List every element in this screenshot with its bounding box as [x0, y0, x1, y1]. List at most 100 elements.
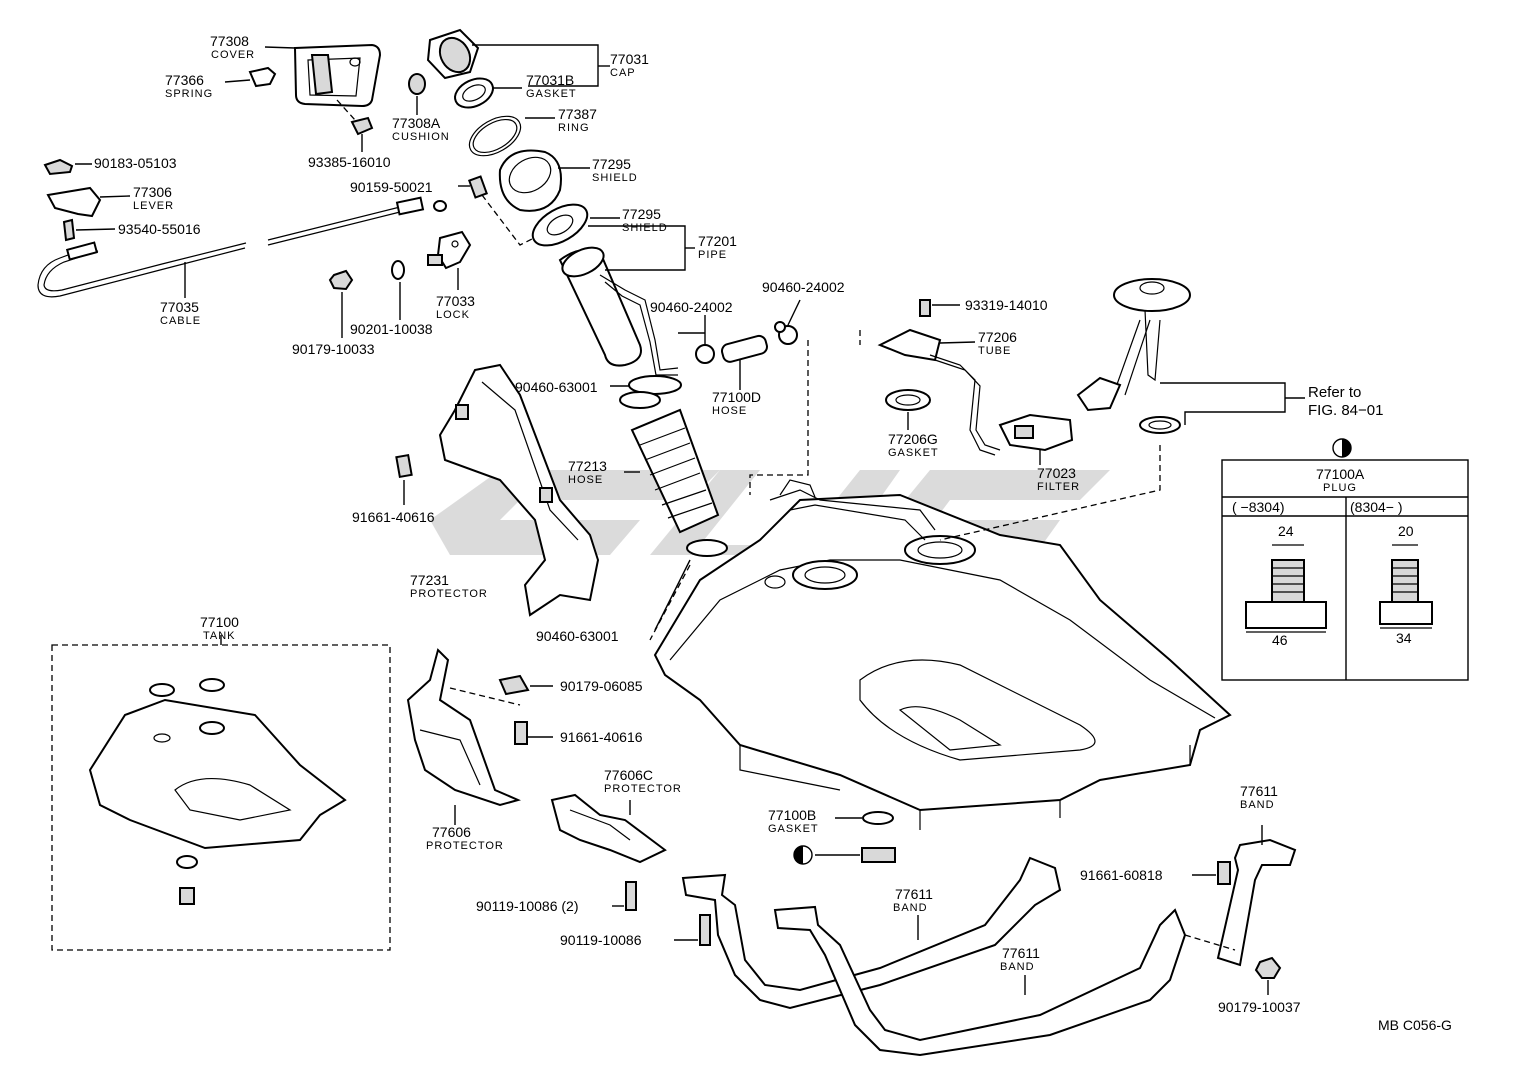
label-protector2-name: PROTECTOR — [426, 840, 504, 852]
plug-no: 77100A — [1316, 466, 1365, 482]
label-clamp-c-no: 90460-63001 — [515, 379, 598, 395]
breather-hose-part — [695, 299, 801, 390]
label-shield2-no: 77295 — [622, 206, 661, 222]
lever-part — [46, 186, 131, 218]
protector-lower-part — [406, 648, 521, 825]
label-hose-d-name: HOSE — [712, 405, 747, 417]
label-bolt-prot-no: 91661-40616 — [352, 509, 435, 525]
label-bolt-2-no: 90119-10086 (2) — [476, 898, 578, 914]
gauge-sender-part — [1076, 278, 1305, 434]
label-shield1-no: 77295 — [592, 156, 631, 172]
nut-lock-part — [328, 269, 354, 338]
screw-pipe-part — [458, 175, 541, 246]
leader-lines — [472, 44, 705, 631]
label-lever-name: LEVER — [133, 200, 174, 212]
label-cable-name: CABLE — [160, 315, 201, 327]
label-band1-no: 77611 — [895, 886, 933, 902]
label-clip-no: 90183-05103 — [94, 155, 177, 171]
label-bolt-c-no: 91661-40616 — [560, 729, 643, 745]
label-clamp-d-no: 90460-63001 — [536, 628, 619, 644]
protector-upper-part — [438, 363, 600, 617]
label-washer-lock-no: 90201-10038 — [350, 321, 433, 337]
label-tube-name: TUBE — [978, 345, 1011, 357]
clip-part — [43, 158, 92, 176]
label-refer-line2: FIG. 84−01 — [1308, 402, 1383, 419]
label-clamp-b-no: 90460-24002 — [650, 299, 733, 315]
plug-col2-top: 20 — [1398, 523, 1414, 539]
label-screw-pipe-no: 90159-50021 — [350, 179, 433, 195]
label-filter-name: FILTER — [1037, 481, 1080, 493]
lock-part — [427, 230, 472, 290]
label-cover-no: 77308 — [210, 33, 249, 49]
cable-part — [37, 196, 447, 298]
label-bolt-band-no: 91661-60818 — [1080, 867, 1163, 883]
bolt-cover-part — [336, 99, 374, 152]
spring-part — [224, 66, 277, 88]
label-nut-c-no: 90179-06085 — [560, 678, 643, 694]
tank-inset-box — [51, 635, 391, 951]
label-shield1-name: SHIELD — [592, 172, 638, 184]
plug-name: PLUG — [1323, 482, 1357, 494]
nut-c-part — [498, 674, 553, 696]
cap-gasket-part — [454, 77, 494, 109]
label-cap-no: 77031 — [610, 51, 649, 67]
label-refer-line1: Refer to — [1308, 384, 1361, 401]
shield-part — [498, 149, 562, 212]
label-cushion-no: 77308A — [392, 115, 441, 131]
label-cover-name: COVER — [211, 49, 255, 61]
label-protector3-no: 77606C — [604, 767, 653, 783]
label-spring-name: SPRING — [165, 88, 213, 100]
cap-part — [426, 28, 480, 80]
label-filter-no: 77023 — [1037, 465, 1076, 481]
label-cap-gasket-no: 77031B — [526, 72, 574, 88]
plug-table-text: 77100A PLUG ( −8304) (8304− ) 24 46 20 3… — [1232, 466, 1414, 648]
bolt-lower-parts — [612, 881, 711, 946]
label-nut-lock-no: 90179-10033 — [292, 341, 375, 357]
plug-table — [1221, 438, 1469, 681]
fuel-tank-main-part — [653, 445, 1232, 830]
label-gasket-g-no: 77206G — [888, 431, 938, 447]
band-parts — [681, 825, 1297, 1057]
tube-part — [859, 328, 1001, 456]
label-spring-no: 77366 — [165, 72, 204, 88]
gasket-b-parts — [793, 811, 896, 865]
gasket-g-part — [885, 389, 931, 430]
screw-part — [62, 218, 116, 242]
label-shield2-name: SHIELD — [622, 222, 668, 234]
washer-lock-part — [391, 260, 405, 320]
label-hose-name: HOSE — [568, 474, 603, 486]
label-pipe-no: 77201 — [698, 233, 737, 249]
plug-col1-top: 24 — [1278, 523, 1294, 539]
label-protector3-name: PROTECTOR — [604, 783, 682, 795]
label-band3-no: 77611 — [1240, 783, 1278, 799]
label-hose-d-no: 77100D — [712, 389, 761, 405]
hose-part — [619, 375, 728, 557]
plug-col2-bottom: 34 — [1396, 630, 1412, 646]
label-pipe-name: PIPE — [698, 249, 727, 261]
label-protector2-no: 77606 — [432, 824, 471, 840]
filter-part — [998, 413, 1074, 465]
label-ring-name: RING — [558, 122, 590, 134]
label-protector1-name: PROTECTOR — [410, 588, 488, 600]
diagram-code: MB C056-G — [1378, 1017, 1452, 1033]
label-clamp-a-no: 90460-24002 — [762, 279, 845, 295]
label-lever-no: 77306 — [133, 184, 172, 200]
part-labels: 77308 COVER 77366 SPRING 90183-05103 773… — [94, 33, 1452, 1033]
label-protector1-no: 77231 — [410, 572, 449, 588]
plug-col2-head: (8304− ) — [1350, 499, 1403, 515]
screw-tube-part — [919, 299, 960, 317]
shield-lower-part — [531, 203, 589, 247]
label-gasket-g-name: GASKET — [888, 447, 939, 459]
label-cushion-name: CUSHION — [392, 131, 450, 143]
label-gasket-b-no: 77100B — [768, 807, 816, 823]
label-hose-no: 77213 — [568, 458, 607, 474]
ring-part — [468, 115, 522, 157]
label-nut-band-no: 90179-10037 — [1218, 999, 1301, 1015]
label-lock-no: 77033 — [436, 293, 475, 309]
label-cap-gasket-name: GASKET — [526, 88, 577, 100]
label-tank-no: 77100 — [200, 614, 239, 630]
label-cable-no: 77035 — [160, 299, 199, 315]
label-bolt-cover-no: 93385-16010 — [308, 154, 391, 170]
cushion-part — [408, 73, 426, 115]
